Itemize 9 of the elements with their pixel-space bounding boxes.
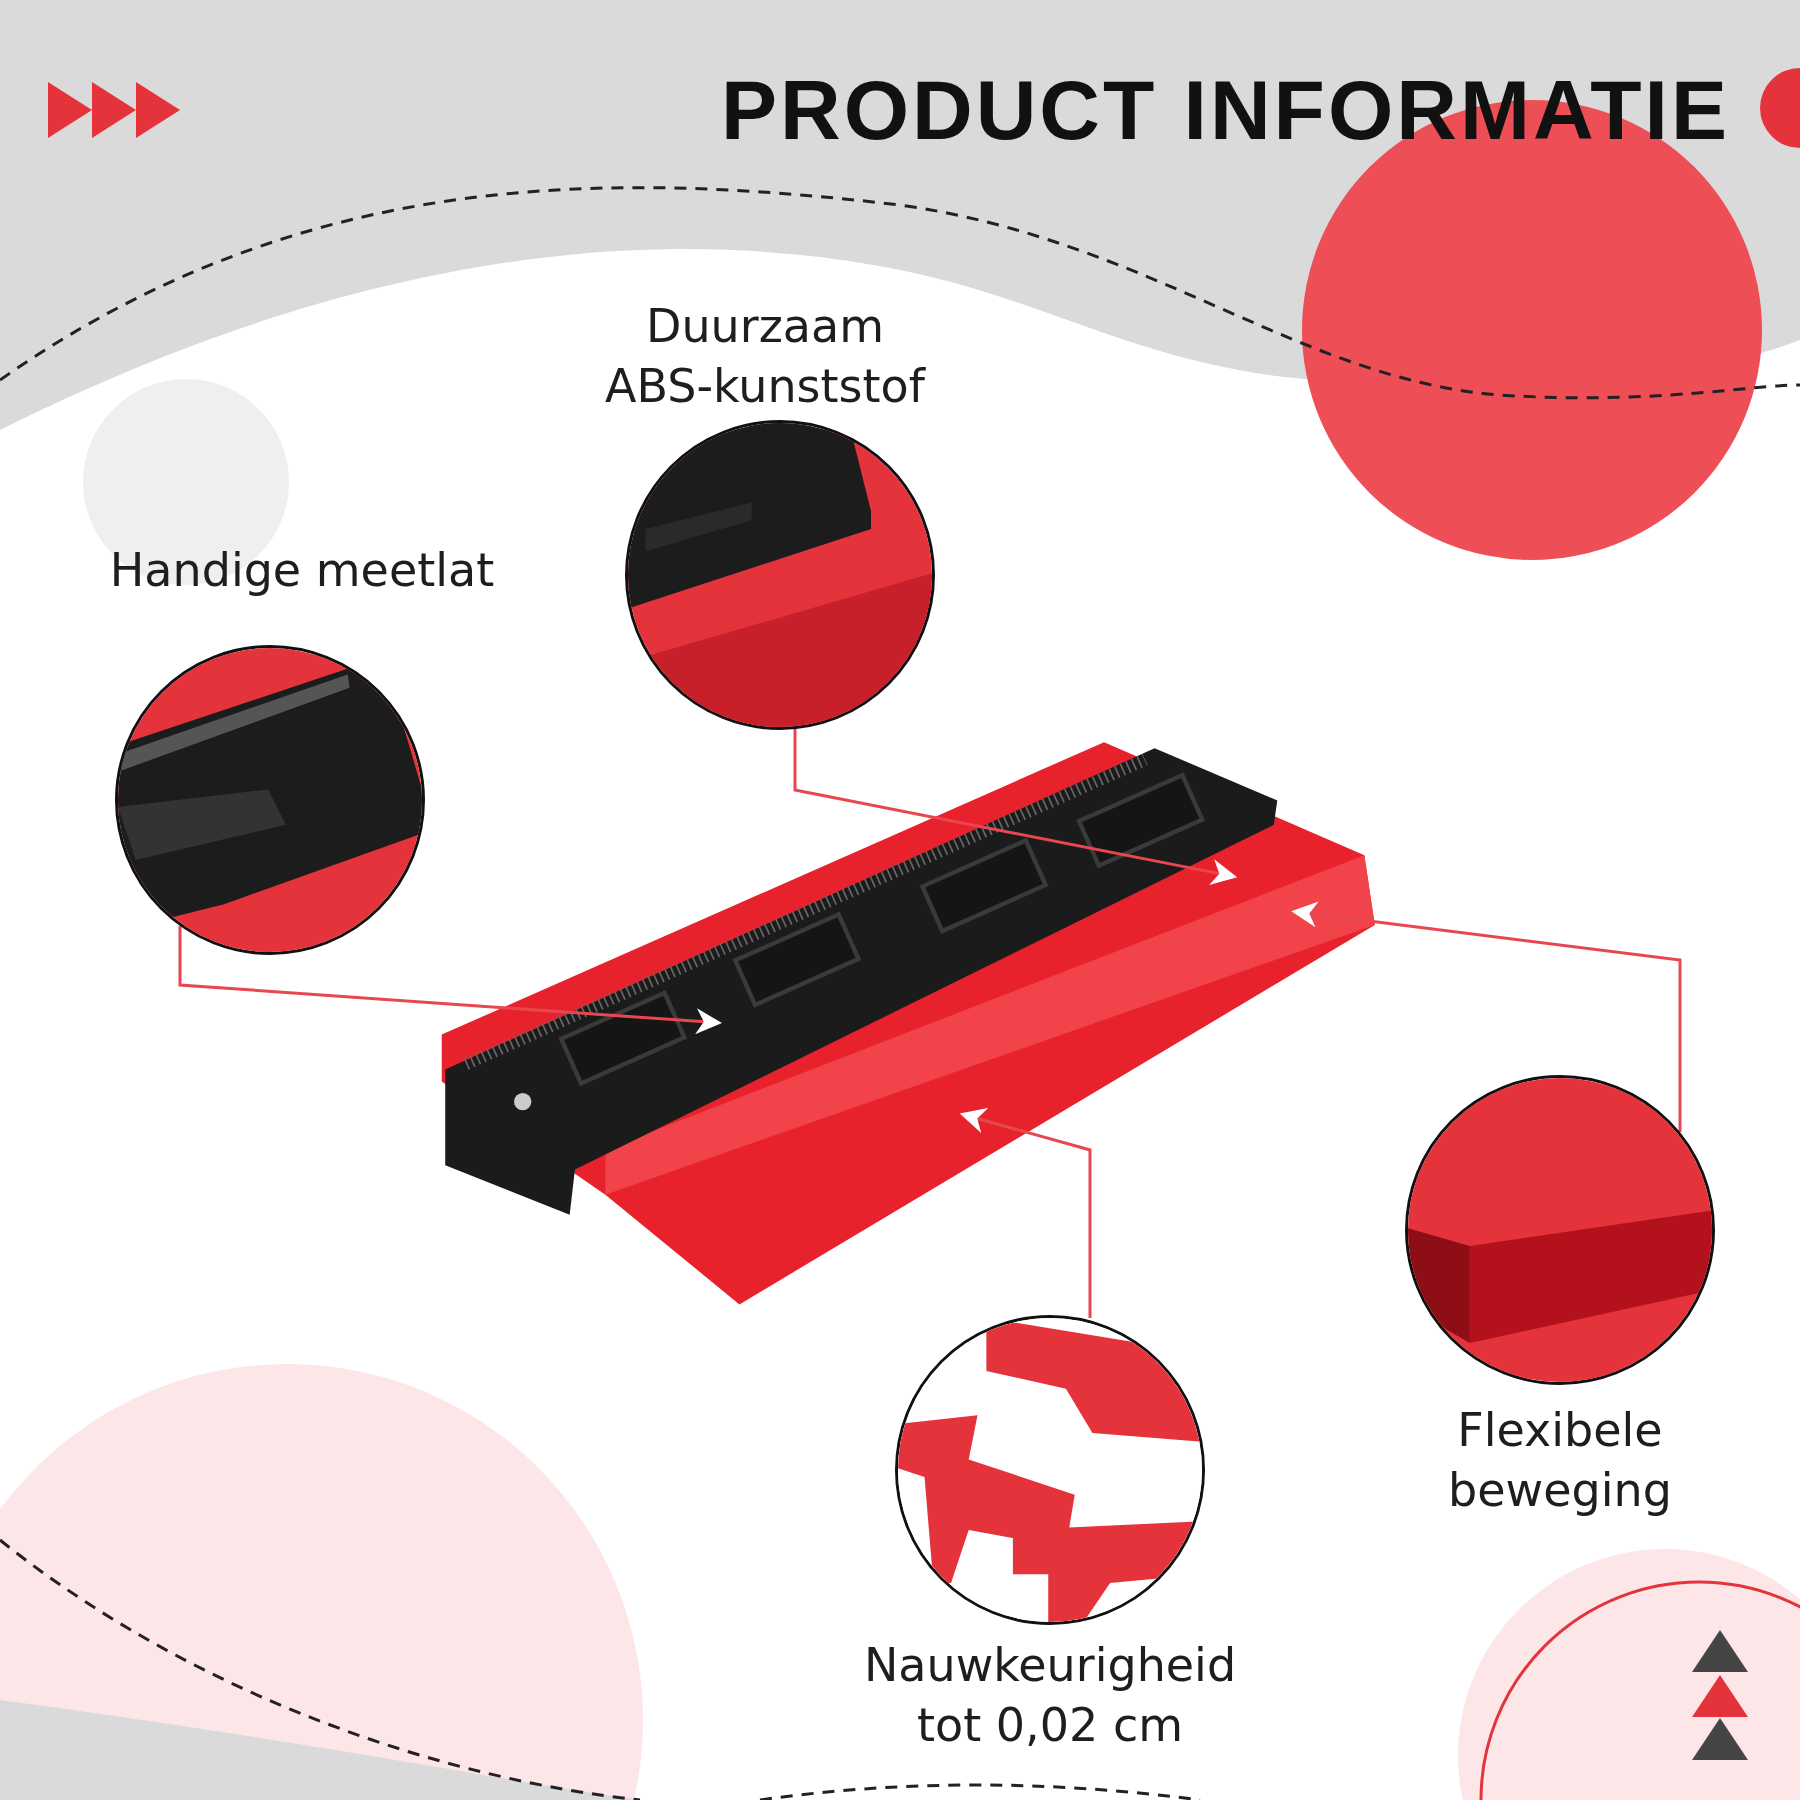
callout-heading: Handige meetlat [108,542,496,599]
callout-heading: Flexibele beweging [1447,1402,1673,1519]
leader-line [1291,901,1682,1132]
page-title: PRODUCT INFORMATIE [720,62,1730,159]
callout-heading: Duurzaam ABS-kunststof [604,298,927,415]
callout-heading: Nauwkeurigheid tot 0,02 cm [862,1637,1238,1754]
leader-line [959,1108,1092,1318]
leader-line [793,729,1238,885]
leader-line [178,926,722,1035]
